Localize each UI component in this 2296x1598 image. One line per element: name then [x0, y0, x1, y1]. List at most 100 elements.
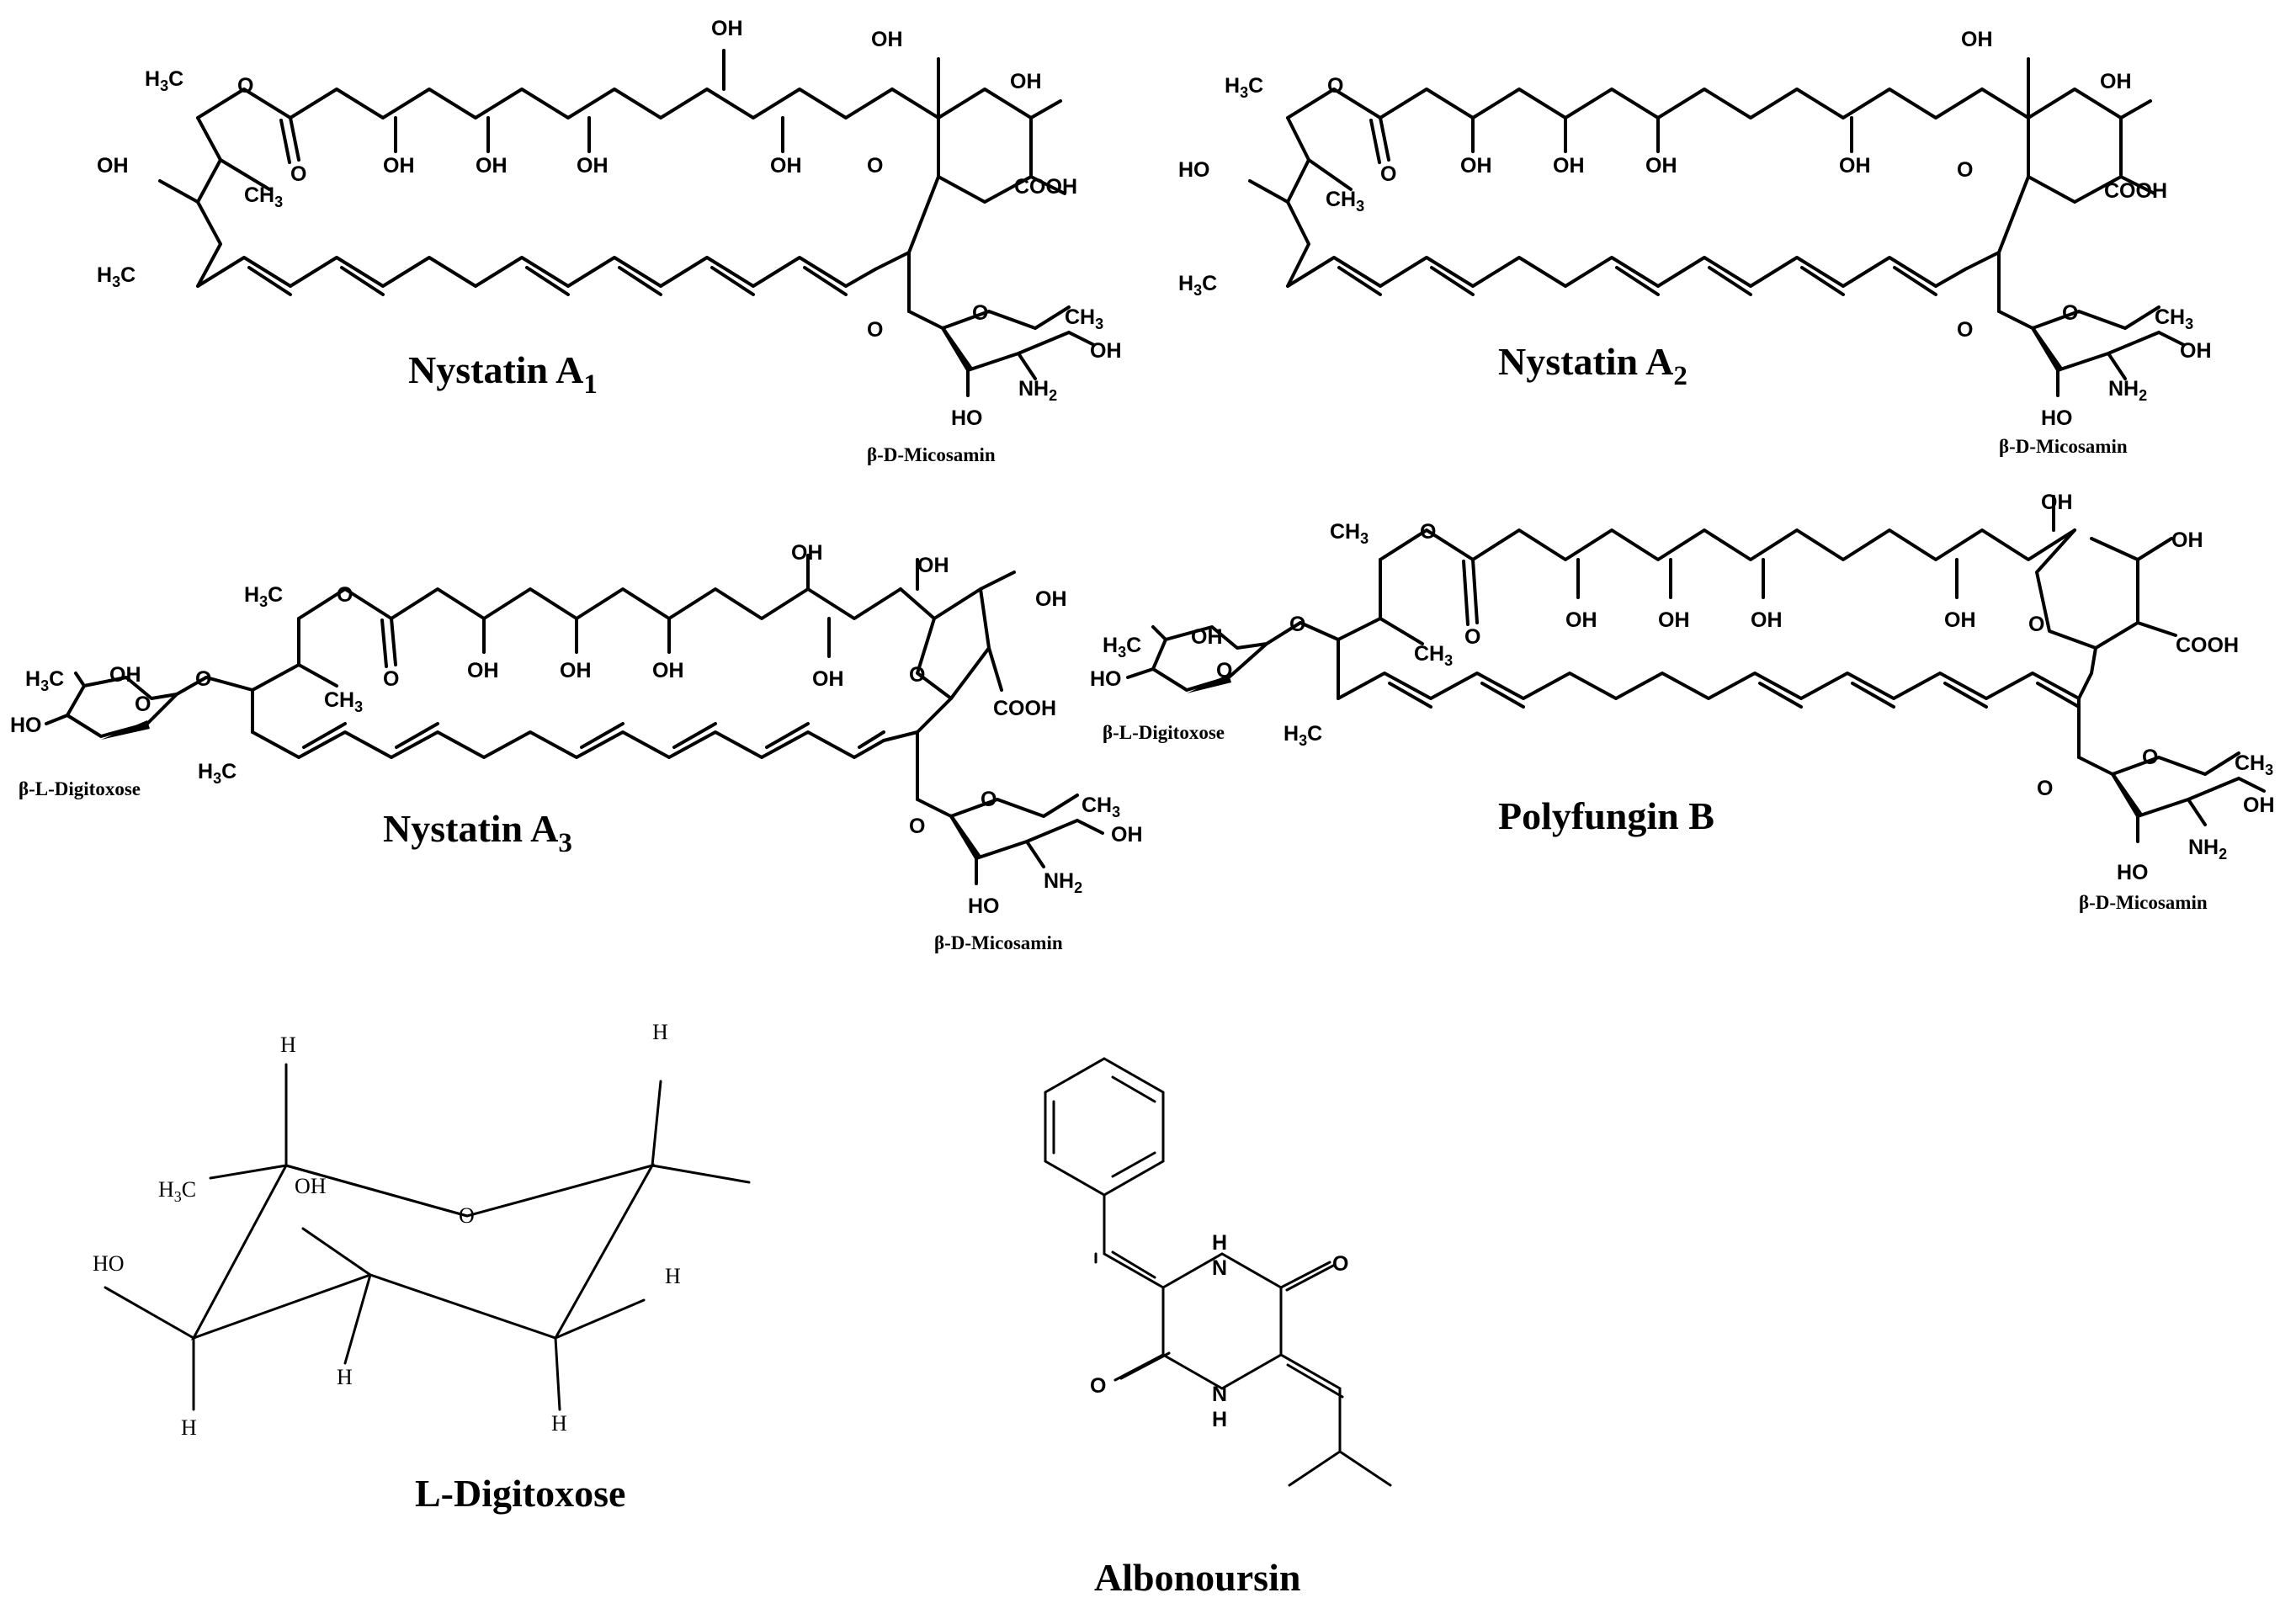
a2-sug-oh: OH	[2180, 339, 2212, 363]
a3-oh4: OH	[791, 541, 823, 565]
a2-me-bot: H3C	[1178, 272, 1217, 299]
a2-oh-left: HO	[1178, 158, 1210, 182]
a3-gly-o: O	[909, 815, 925, 838]
ld-h1: H	[280, 1033, 296, 1057]
alb-compound-name: Albonoursin	[1094, 1556, 1300, 1598]
a2-cooh: COOH	[2104, 179, 2167, 203]
a1-oh7: OH	[1010, 70, 1042, 93]
a3-oh7: OH	[1035, 587, 1067, 611]
pb-gly-o: O	[2037, 777, 2053, 800]
ld-compound-name: L-Digitoxose	[415, 1472, 625, 1515]
a2-oh1: OH	[1460, 154, 1492, 178]
pb-me-mid: CH3	[1414, 642, 1453, 669]
pb-compound-name: Polyfungin B	[1498, 794, 1714, 837]
alb-o-left: O	[1090, 1374, 1106, 1398]
a3-oh5: OH	[812, 667, 844, 691]
pb-dig-me: H3C	[1103, 634, 1141, 661]
a3-link-o: O	[195, 667, 211, 691]
nystatin-a3-structure: H3C O O O CH3 H3C OH OH OH OH OH OH OH O…	[10, 541, 1143, 953]
alb-nh-bot: N	[1212, 1383, 1227, 1406]
a3-sug-ho: HO	[968, 895, 1000, 918]
a2-gly-o: O	[1957, 318, 1973, 342]
pb-pyran-o: O	[2028, 613, 2044, 636]
nystatin-a2-structure: H3C O O HO CH3 H3C OH OH OH OH OH OH O C…	[1178, 28, 2212, 457]
albonoursin-structure: H N O O N H Albonoursin	[1044, 1057, 1392, 1598]
a1-oh2: OH	[476, 154, 508, 178]
ld-oh: OH	[295, 1174, 327, 1198]
a2-sug-ho: HO	[2041, 406, 2073, 430]
ld-h5: H	[181, 1415, 197, 1440]
a1-pyran-o: O	[867, 154, 883, 178]
a2-sug-nh2: NH2	[2108, 377, 2147, 404]
a2-sugar-label: β-D-Micosamin	[1999, 436, 2128, 457]
a1-sug-me: CH3	[1065, 305, 1103, 332]
a1-oh3: OH	[577, 154, 609, 178]
pb-oh3: OH	[1751, 608, 1783, 632]
a3-carbonyl-o: O	[383, 667, 399, 691]
a3-sug-o: O	[981, 788, 997, 811]
pb-oh6: OH	[2171, 528, 2203, 552]
pb-me-top: CH3	[1330, 520, 1369, 547]
a3-dig-ho: HO	[10, 714, 42, 737]
a2-compound-name: Nystatin A2	[1498, 340, 1687, 391]
nystatin-a1-structure: H3C O O OH CH3 H3C OH OH OH OH OH OH OH …	[97, 17, 1122, 465]
a3-me-mid: CH3	[324, 688, 363, 715]
a3-oh3: OH	[652, 659, 684, 682]
a2-me-mid: CH3	[1326, 188, 1364, 215]
a3-dig-o: O	[135, 693, 151, 716]
pb-dig-oh: OH	[1191, 625, 1223, 649]
pb-sug-ho: HO	[2117, 861, 2149, 884]
pb-digitoxose-label: β-L-Digitoxose	[1103, 722, 1225, 743]
a3-cooh: COOH	[993, 697, 1056, 720]
pb-dig-o: O	[1216, 659, 1232, 682]
alb-nh-top: H	[1212, 1231, 1227, 1255]
ld-ring-o: O	[459, 1203, 475, 1228]
a3-sug-nh2: NH2	[1044, 869, 1082, 896]
a3-sug-oh: OH	[1111, 823, 1143, 847]
a2-me-top: H3C	[1225, 74, 1263, 101]
pb-oh5: OH	[2041, 491, 2073, 514]
a1-compound-name: Nystatin A1	[408, 348, 598, 400]
a1-cooh: COOH	[1014, 175, 1077, 199]
pb-oh1: OH	[1565, 608, 1597, 632]
a1-me-bot: H3C	[97, 263, 136, 290]
a3-me-bot: H3C	[198, 760, 237, 787]
pb-oh4: OH	[1944, 608, 1976, 632]
pb-sug-nh2: NH2	[2188, 836, 2227, 863]
pb-ring-o: O	[1420, 520, 1436, 544]
pb-cooh: COOH	[2176, 634, 2239, 657]
a1-me-top: H3C	[145, 67, 183, 94]
a2-oh4: OH	[1839, 154, 1871, 178]
pb-sug-o: O	[2142, 746, 2158, 769]
a1-oh5: OH	[770, 154, 802, 178]
a2-oh5: OH	[1961, 28, 1993, 51]
ld-ho: HO	[93, 1251, 125, 1276]
a1-sug-o: O	[972, 301, 988, 325]
a1-oh-left: OH	[97, 154, 129, 178]
a3-dig-oh: OH	[109, 663, 141, 687]
a1-me-mid: CH3	[244, 183, 283, 210]
a2-sug-o: O	[2062, 301, 2078, 325]
a3-oh2: OH	[560, 659, 592, 682]
a1-gly-o: O	[867, 318, 883, 342]
ld-h4: H	[337, 1365, 353, 1389]
a3-sug-me: CH3	[1082, 794, 1120, 820]
a1-sug-ho: HO	[951, 406, 983, 430]
a2-oh2: OH	[1553, 154, 1585, 178]
a2-carbonyl-o: O	[1380, 162, 1396, 186]
pb-sugar-label: β-D-Micosamin	[2079, 892, 2208, 913]
pb-me-bot: H3C	[1284, 722, 1322, 749]
a1-oh6: OH	[871, 28, 903, 51]
a1-sugar-label: β-D-Micosamin	[867, 444, 996, 465]
a3-digitoxose-label: β-L-Digitoxose	[19, 778, 141, 799]
pb-sug-oh: OH	[2243, 794, 2275, 817]
alb-nh-bot-h: H	[1212, 1408, 1227, 1431]
alb-nh-top-n: N	[1212, 1256, 1227, 1280]
a3-oh6: OH	[917, 554, 949, 577]
a3-pyran-o: O	[909, 663, 925, 687]
a1-sug-oh: OH	[1090, 339, 1122, 363]
a3-oh1: OH	[467, 659, 499, 682]
a3-me-top: H3C	[244, 583, 283, 610]
a2-oh3: OH	[1645, 154, 1677, 178]
